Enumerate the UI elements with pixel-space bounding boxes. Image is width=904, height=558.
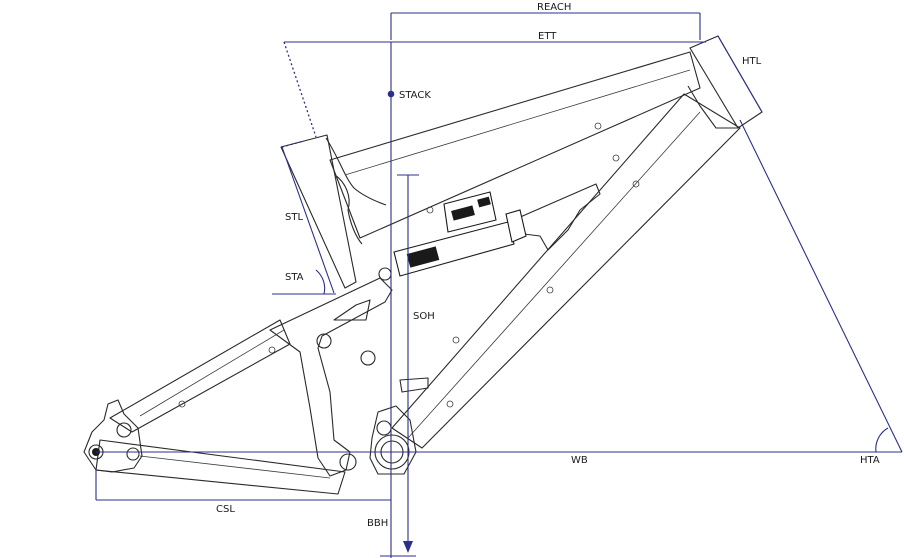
label-csl: CSL <box>216 504 235 515</box>
label-bbh: BBH <box>367 518 388 529</box>
chain-stay <box>95 439 346 495</box>
label-ett: ETT <box>538 31 557 42</box>
bolt <box>452 336 460 344</box>
soh-arrow <box>403 541 413 553</box>
rocker-cutout <box>333 299 371 321</box>
lower-link-pivot <box>339 453 357 471</box>
bolt <box>268 346 276 354</box>
shock-mount <box>517 183 601 251</box>
stl-line <box>281 146 335 294</box>
rocker-pivot-mid <box>316 333 332 349</box>
bolt <box>594 122 602 130</box>
bolt <box>546 286 554 294</box>
chainstay-pivot <box>126 447 140 461</box>
bolt <box>178 400 186 408</box>
seat-stay <box>109 319 291 433</box>
head-tube-gusset <box>687 85 738 129</box>
top-tube <box>329 51 701 239</box>
seat-tube-extension <box>283 41 317 138</box>
label-soh: SOH <box>413 311 435 322</box>
rocker-link <box>269 277 393 477</box>
reservoir-cap <box>477 196 491 208</box>
bolt <box>612 154 620 162</box>
chain-stay-edge <box>139 455 331 479</box>
seat-stay-edge <box>139 329 285 417</box>
seat-tube <box>280 134 357 289</box>
bolt <box>426 206 434 214</box>
dropout-pivot <box>116 422 132 438</box>
label-hta: HTA <box>860 455 880 466</box>
rocker-pivot-lower <box>360 350 376 366</box>
bolt <box>446 400 454 408</box>
label-stl: STL <box>285 212 303 223</box>
shock-eyelet-rear <box>505 209 527 243</box>
rocker-pivot-upper <box>378 267 392 281</box>
shock-logo-block <box>406 246 440 268</box>
dimension-lines <box>95 12 903 558</box>
htl-line <box>717 35 763 113</box>
bolt <box>632 180 640 188</box>
bike-frame-drawing <box>83 35 763 495</box>
reservoir-logo-block <box>451 205 475 221</box>
seat-tube-gusset <box>334 174 363 245</box>
sta-arc <box>315 269 326 295</box>
label-sta: STA <box>285 272 304 283</box>
label-wb: WB <box>571 455 588 466</box>
rear-dropout <box>83 399 143 473</box>
hta-arc <box>875 427 889 453</box>
rear-shock <box>393 191 527 277</box>
steering-axis <box>739 119 903 453</box>
down-tube-edge <box>407 111 701 439</box>
label-reach: REACH <box>537 2 571 13</box>
label-stack: STACK <box>399 90 431 101</box>
label-htl: HTL <box>742 56 762 67</box>
stl-top-tick <box>281 140 305 148</box>
down-tube <box>391 93 741 449</box>
dimension-labels: REACH ETT HTL STACK STL STA SOH CSL BBH … <box>216 2 880 529</box>
top-tube-edge <box>344 69 691 176</box>
seat-collar <box>325 137 387 206</box>
stack-marker <box>387 90 395 98</box>
chain-guide <box>399 377 429 393</box>
main-pivot <box>376 420 392 436</box>
